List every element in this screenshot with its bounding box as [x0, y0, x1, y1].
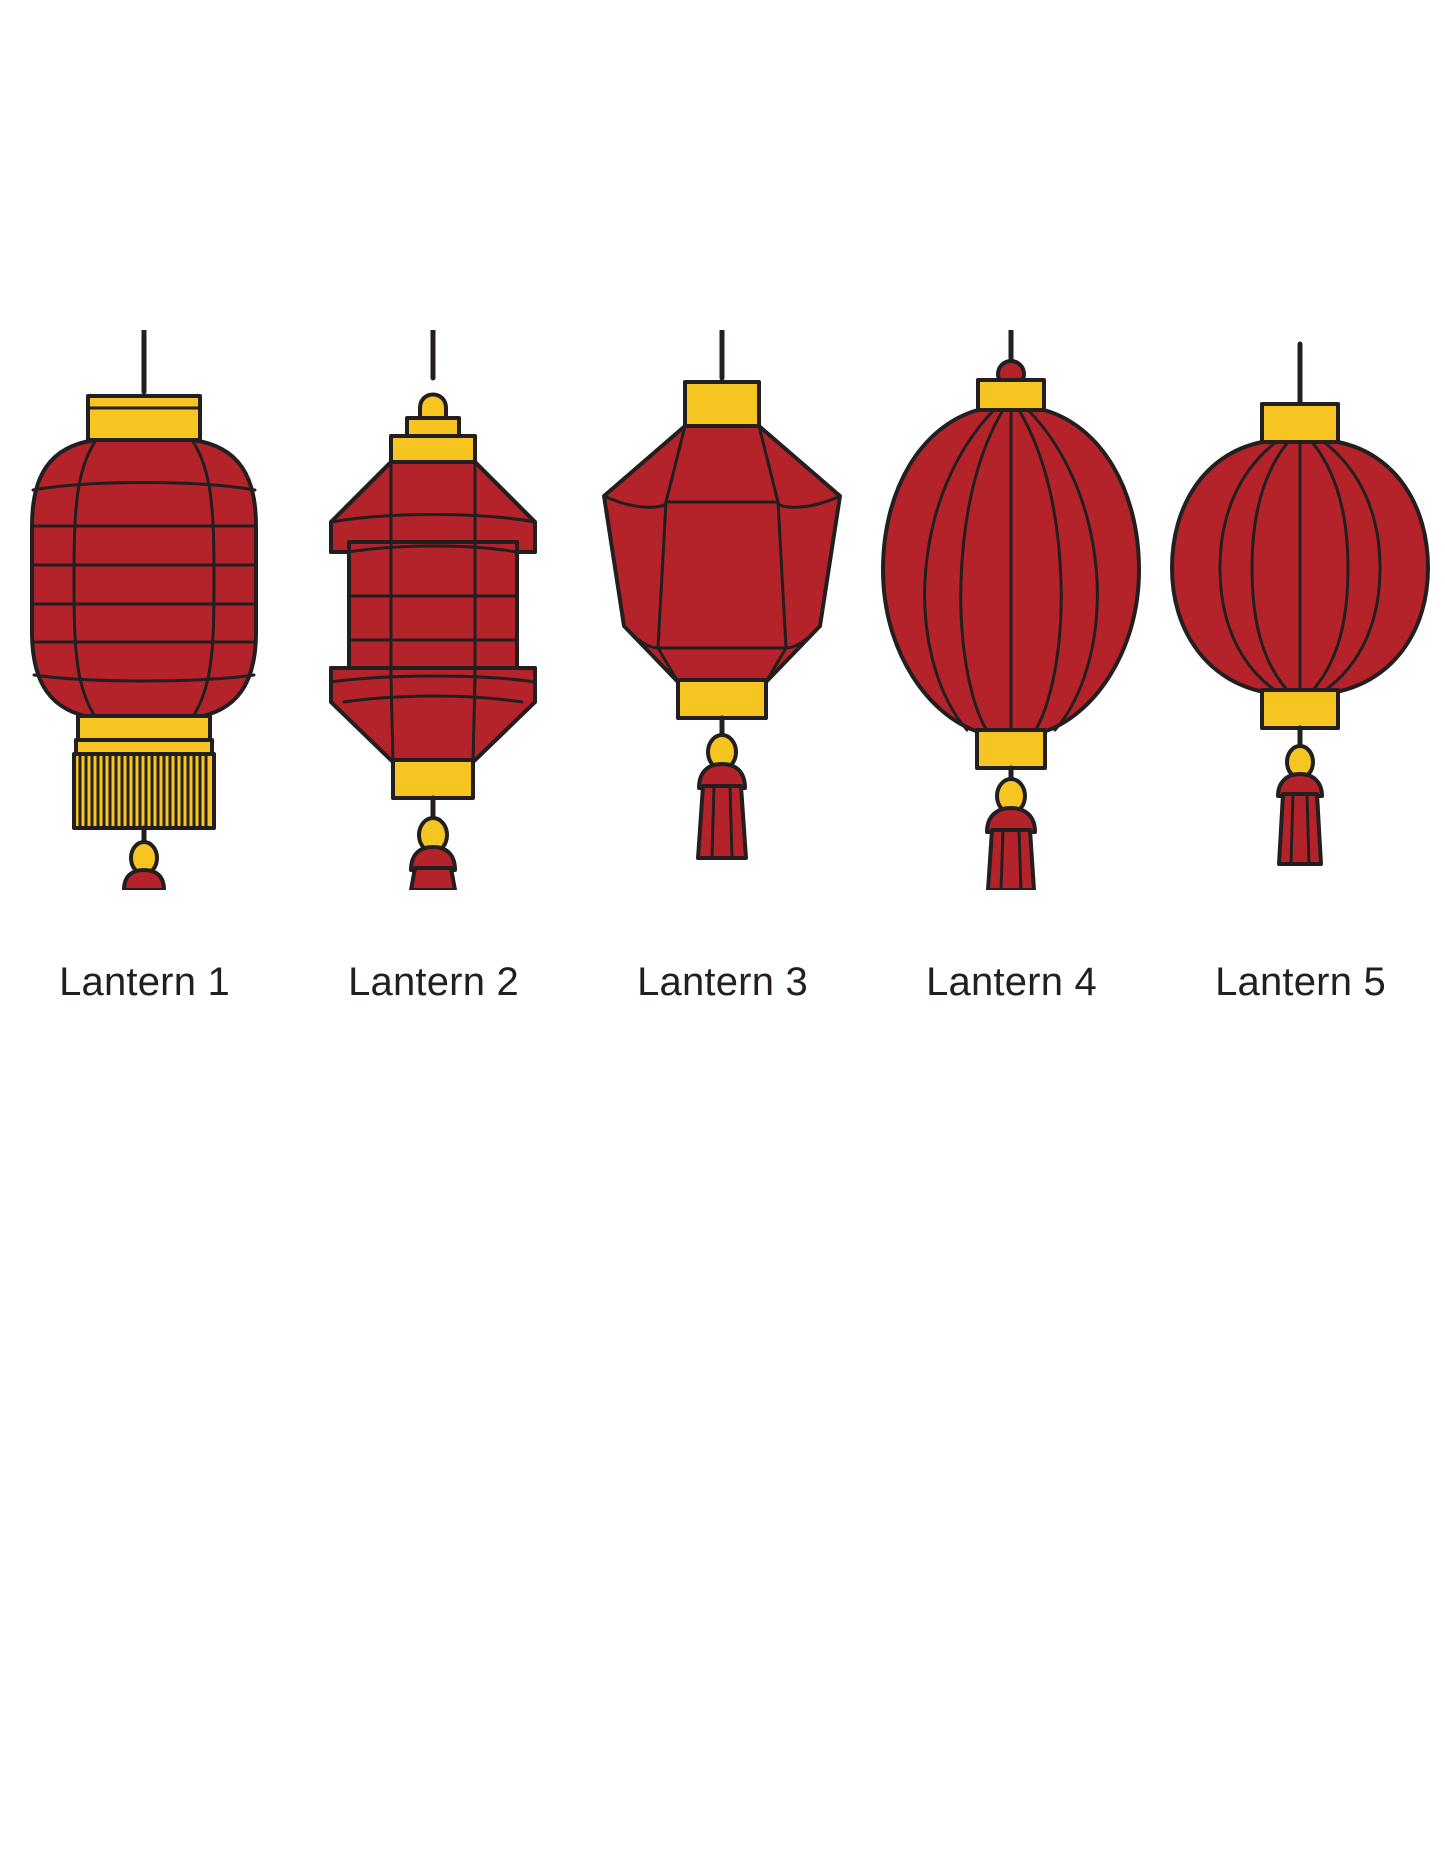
top-finial: [389, 392, 477, 464]
lantern-3-label: Lantern 3: [637, 960, 808, 1004]
lantern-item-5[interactable]: [1156, 330, 1445, 950]
bottom-collar: [391, 758, 475, 800]
lantern-item-4[interactable]: [867, 330, 1156, 950]
top-collar: [1260, 402, 1340, 444]
lantern-4-label: Lantern 4: [926, 960, 1097, 1004]
lantern-1-illustration: [30, 330, 258, 890]
lantern-item-3[interactable]: [578, 330, 867, 950]
top-cap: [976, 378, 1046, 412]
bottom-collar: [676, 678, 768, 720]
tassel: [409, 795, 457, 890]
lantern-body: [602, 424, 842, 684]
tassel: [122, 825, 166, 890]
bottom-skirt: [72, 714, 216, 830]
lantern-3-illustration: [602, 330, 842, 860]
bottom-collar: [1260, 688, 1340, 730]
lantern-body: [1170, 440, 1430, 694]
lantern-4-illustration: [881, 330, 1141, 890]
lantern-2-illustration: [329, 330, 537, 890]
bottom-cap: [975, 728, 1047, 770]
lantern-2-label: Lantern 2: [348, 960, 519, 1004]
tassel: [696, 715, 748, 860]
lantern-body: [329, 460, 537, 764]
top-collar: [86, 394, 202, 442]
lantern-item-1[interactable]: [0, 330, 289, 950]
tassel: [1276, 725, 1324, 866]
tassel: [985, 765, 1037, 890]
lantern-5-label: Lantern 5: [1215, 960, 1386, 1004]
lantern-body: [881, 408, 1141, 734]
lantern-body: [30, 438, 258, 720]
lantern-item-2[interactable]: [289, 330, 578, 950]
lantern-1-label: Lantern 1: [59, 960, 230, 1004]
lantern-5-illustration: [1170, 341, 1430, 866]
lantern-row: [0, 330, 1445, 890]
top-collar: [683, 380, 761, 428]
label-row: Lantern 1 Lantern 2 Lantern 3 Lantern 4 …: [0, 960, 1445, 1005]
